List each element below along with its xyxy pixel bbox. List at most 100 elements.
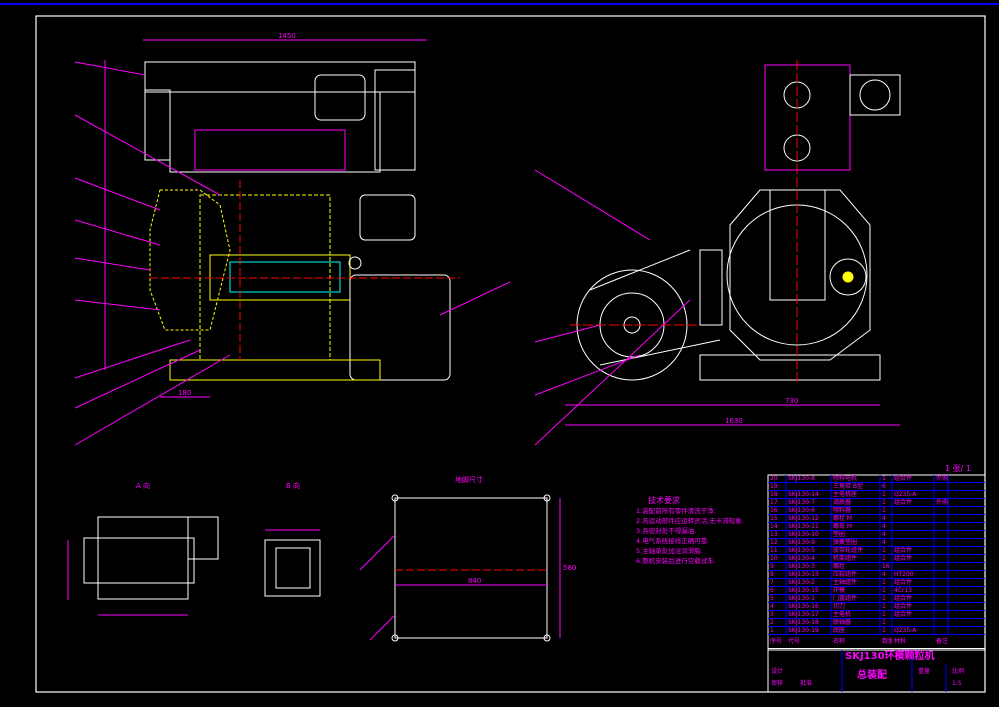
table-cell: 主电机座 <box>833 491 858 498</box>
table-cell: SKJ130-8 <box>788 475 815 482</box>
view-b-label: B 向 <box>286 481 300 490</box>
bom-header-row: 序号代号名称数量材料备注 <box>768 635 985 649</box>
table-cell: 4 <box>882 539 886 546</box>
table-cell: 4 <box>882 523 886 530</box>
technical-requirements: 技术要求 1.装配前所有零件清洗干净. 2.各运动部件应运转灵活,无卡滞现象. … <box>636 496 756 566</box>
table-cell: 8 <box>770 571 774 578</box>
label-check: 审核 <box>771 680 784 687</box>
tech-req-line: 5.主轴承处加注润滑脂. <box>636 547 703 555</box>
dim-right-b: 1630 <box>725 417 743 425</box>
table-cell: SKJ130-12 <box>788 515 819 522</box>
table-cell: 6 <box>882 483 886 490</box>
table-cell: 1 <box>882 491 886 498</box>
table-cell: 螺栓 <box>833 563 846 570</box>
table-cell: 7 <box>770 579 774 586</box>
table-cell <box>934 523 948 530</box>
table-cell: SKJ130-18 <box>788 619 819 626</box>
table-cell: SKJ130-17 <box>788 611 819 618</box>
table-cell <box>892 619 934 626</box>
table-cell <box>892 515 934 522</box>
table-cell: SKJ130-16 <box>788 603 819 610</box>
table-cell <box>892 531 934 538</box>
table-cell: 组合件 <box>894 603 913 610</box>
table-row: 3 SKJ130-17 主电机 1 组合件 <box>768 611 985 619</box>
table-cell: SKJ130-15 <box>788 587 819 594</box>
table-cell: SKJ130-14 <box>788 491 819 498</box>
table-cell: 18 <box>770 491 778 498</box>
table-cell: 皮带轮组件 <box>833 547 864 554</box>
table-cell: 三角带 B型 <box>833 483 864 490</box>
table-cell: 外购 <box>936 475 948 482</box>
table-cell: 1 <box>882 603 886 610</box>
tech-req-line: 2.各运动部件应运转灵活,无卡滞现象. <box>636 517 744 525</box>
table-cell <box>934 491 948 498</box>
table-cell <box>934 603 948 610</box>
table-cell: 调质器 <box>833 499 852 506</box>
table-cell: 4Cr13 <box>894 587 913 594</box>
table-cell: 4 <box>882 571 886 578</box>
table-cell: 1 <box>882 547 886 554</box>
table-cell <box>934 531 948 538</box>
view-b: B 向 <box>264 481 321 597</box>
table-cell: 1 <box>882 611 886 618</box>
table-cell <box>934 595 948 602</box>
drawing-title: SKJ130环模颗粒机 <box>845 651 935 662</box>
drawing-frame <box>35 15 986 693</box>
tech-req-title: 技术要求 <box>648 496 680 505</box>
foundation-plan: 地脚尺寸 840 580 <box>359 475 576 642</box>
table-cell: 1 <box>882 627 886 634</box>
table-cell <box>934 587 948 594</box>
table-cell: 组合件 <box>894 611 913 618</box>
bom-header-cell: 备注 <box>936 638 948 645</box>
dim-top-width: 1450 <box>278 32 296 40</box>
table-cell: Q235-A <box>894 491 917 498</box>
tech-req-line: 4.电气系统接线正确可靠. <box>636 537 710 545</box>
table-cell: 17 <box>770 499 778 506</box>
table-cell: 垫圈 <box>833 531 846 538</box>
table-cell: 主轴组件 <box>833 579 858 586</box>
tech-req-line: 3.各密封处不得漏油. <box>636 527 697 535</box>
table-row: 18 SKJ130-14 主电机座 1 Q235-A <box>768 491 985 499</box>
label-weight: 重量 <box>918 668 931 675</box>
table-cell: 14 <box>770 523 778 530</box>
label-design: 设计 <box>771 668 784 675</box>
table-cell: 1 <box>882 555 886 562</box>
table-cell: 9 <box>770 563 774 570</box>
table-cell: 2 <box>770 619 774 626</box>
table-cell: SKJ130-2 <box>788 579 815 586</box>
view-c-label: 地脚尺寸 <box>455 475 483 484</box>
table-cell: 1 <box>882 499 886 506</box>
table-cell: 联轴器 <box>833 619 852 626</box>
table-cell: Q235-A <box>894 627 917 634</box>
bom-header-cell: 序号 <box>770 638 783 645</box>
table-cell: 组合件 <box>894 499 913 506</box>
label-approve: 批准 <box>800 680 813 687</box>
table-cell: 3 <box>770 611 774 618</box>
table-cell: 主电机 <box>833 611 852 618</box>
table-cell: 压辊组件 <box>833 571 858 578</box>
table-cell <box>934 515 948 522</box>
label-scale: 比例 <box>952 668 965 675</box>
bom-header-cell: 代号 <box>788 638 801 645</box>
table-cell: 组合件 <box>894 475 913 482</box>
table-cell: 环模 <box>833 587 846 594</box>
table-cell: 机架组件 <box>833 555 858 562</box>
table-cell: 1 <box>770 627 774 634</box>
table-cell: 5 <box>770 595 774 602</box>
tech-req-line: 6.整机安装后进行空载试车. <box>636 557 716 565</box>
table-cell: 4 <box>882 531 886 538</box>
table-cell <box>934 555 948 562</box>
table-cell: 1 <box>882 595 886 602</box>
